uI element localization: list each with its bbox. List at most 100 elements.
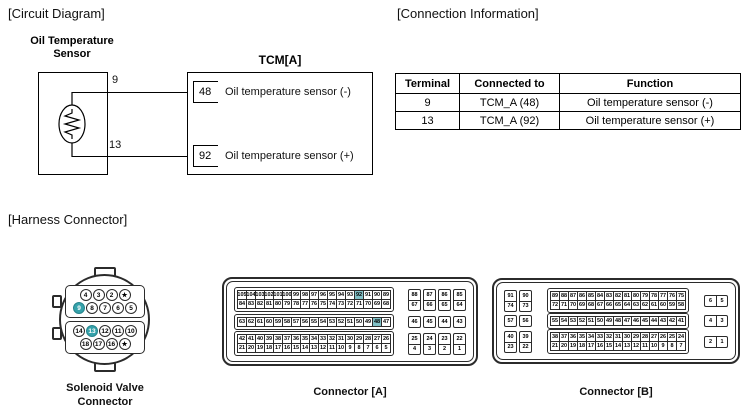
pin-a-47: 47	[381, 316, 391, 327]
table-row: 9 TCM_A (48) Oil temperature sensor (-)	[395, 93, 741, 112]
side-box: 46	[408, 315, 421, 328]
pin-a-86: 86	[441, 291, 448, 298]
circuit-diagram-section-label: [Circuit Diagram]	[8, 6, 105, 21]
pin-b-3: 3	[716, 316, 727, 326]
solenoid-pin-8: 8	[86, 302, 98, 314]
solenoid-pin-2: 2	[105, 289, 118, 301]
cell-function: Oil temperature sensor (+)	[559, 111, 741, 130]
pin-a-22: 22	[456, 335, 463, 342]
pin-b-73: 73	[520, 300, 531, 311]
cell-terminal: 13	[395, 111, 460, 130]
pin-b-90: 90	[522, 292, 529, 299]
left-box: 56	[519, 315, 532, 327]
wire-label-terminal-9: 9	[112, 74, 119, 86]
pin-b-2: 2	[708, 338, 713, 345]
pin-a-3: 3	[424, 343, 435, 354]
solenoid-pin-11: 11	[112, 325, 124, 337]
pin-b-23: 23	[505, 341, 516, 352]
pin-a-68: 68	[381, 299, 391, 309]
solenoid-pin-4: 4	[79, 289, 92, 301]
tcm-pin-92-function: Oil temperature sensor (+)	[225, 150, 354, 162]
wire-terminal-13	[72, 156, 193, 157]
pin-b-5: 5	[716, 295, 727, 306]
header-connected-to: Connected to	[459, 73, 560, 94]
pin-b-4: 4	[708, 318, 713, 324]
side-box: 43	[453, 315, 466, 328]
solenoid-pin-9: 9	[73, 302, 85, 314]
connector-b-label: Connector [B]	[579, 386, 653, 398]
side-box: 44	[438, 315, 451, 328]
side-box: 45	[423, 315, 436, 328]
oil-temp-sensor-label: Oil Temperature Sensor	[22, 35, 122, 61]
pin-a-67: 67	[409, 299, 420, 310]
tcm-label: TCM[A]	[258, 53, 302, 67]
pin-b-41: 41	[676, 316, 686, 326]
pin-a-5: 5	[381, 343, 391, 353]
oil-temp-sensor-label-line2: Sensor	[53, 48, 91, 60]
cell-connected-to: TCM_A (92)	[459, 111, 560, 130]
solenoid-pin-10: 10	[125, 325, 137, 337]
solenoid-pin-13: 13	[86, 325, 98, 337]
solenoid-pin-18: 18	[79, 338, 92, 350]
solenoid-pin-6: 6	[112, 302, 124, 314]
pin-b-40: 40	[507, 333, 514, 340]
harness-connector-section-label: [Harness Connector]	[8, 212, 128, 227]
pin-a-66: 66	[424, 299, 435, 310]
wire-label-terminal-13: 13	[109, 139, 122, 151]
solenoid-pin-★: ★	[118, 338, 131, 350]
pin-b-74: 74	[505, 300, 516, 311]
solenoid-pin-12: 12	[99, 325, 111, 337]
pin-a-4: 4	[409, 343, 420, 354]
connection-info-table: Terminal Connected to Function 9 TCM_A (…	[395, 73, 741, 130]
solenoid-pin-7: 7	[99, 302, 111, 314]
solenoid-pin-14: 14	[73, 325, 85, 337]
pin-a-2: 2	[439, 343, 450, 354]
pin-a-46: 46	[411, 318, 418, 325]
solenoid-pin-3: 3	[92, 289, 105, 301]
solenoid-pin-5: 5	[125, 302, 137, 314]
connection-info-section-label: [Connection Information]	[397, 6, 539, 21]
solenoid-connector-label-line2: Connector	[77, 396, 133, 408]
side-boxes: 46 45 44 43	[408, 315, 466, 328]
table-row: 13 TCM_A (92) Oil temperature sensor (+)	[395, 111, 741, 130]
pin-a-44: 44	[441, 318, 448, 325]
solenoid-connector-label: Solenoid Valve Connector	[40, 381, 170, 409]
tcm-box	[187, 72, 373, 175]
pin-b-57: 57	[507, 318, 514, 324]
oil-temp-sensor-label-line1: Oil Temperature	[30, 35, 114, 47]
pin-a-65: 65	[439, 299, 450, 310]
solenoid-pin-16: 16	[105, 338, 118, 350]
pin-a-64: 64	[454, 299, 465, 310]
